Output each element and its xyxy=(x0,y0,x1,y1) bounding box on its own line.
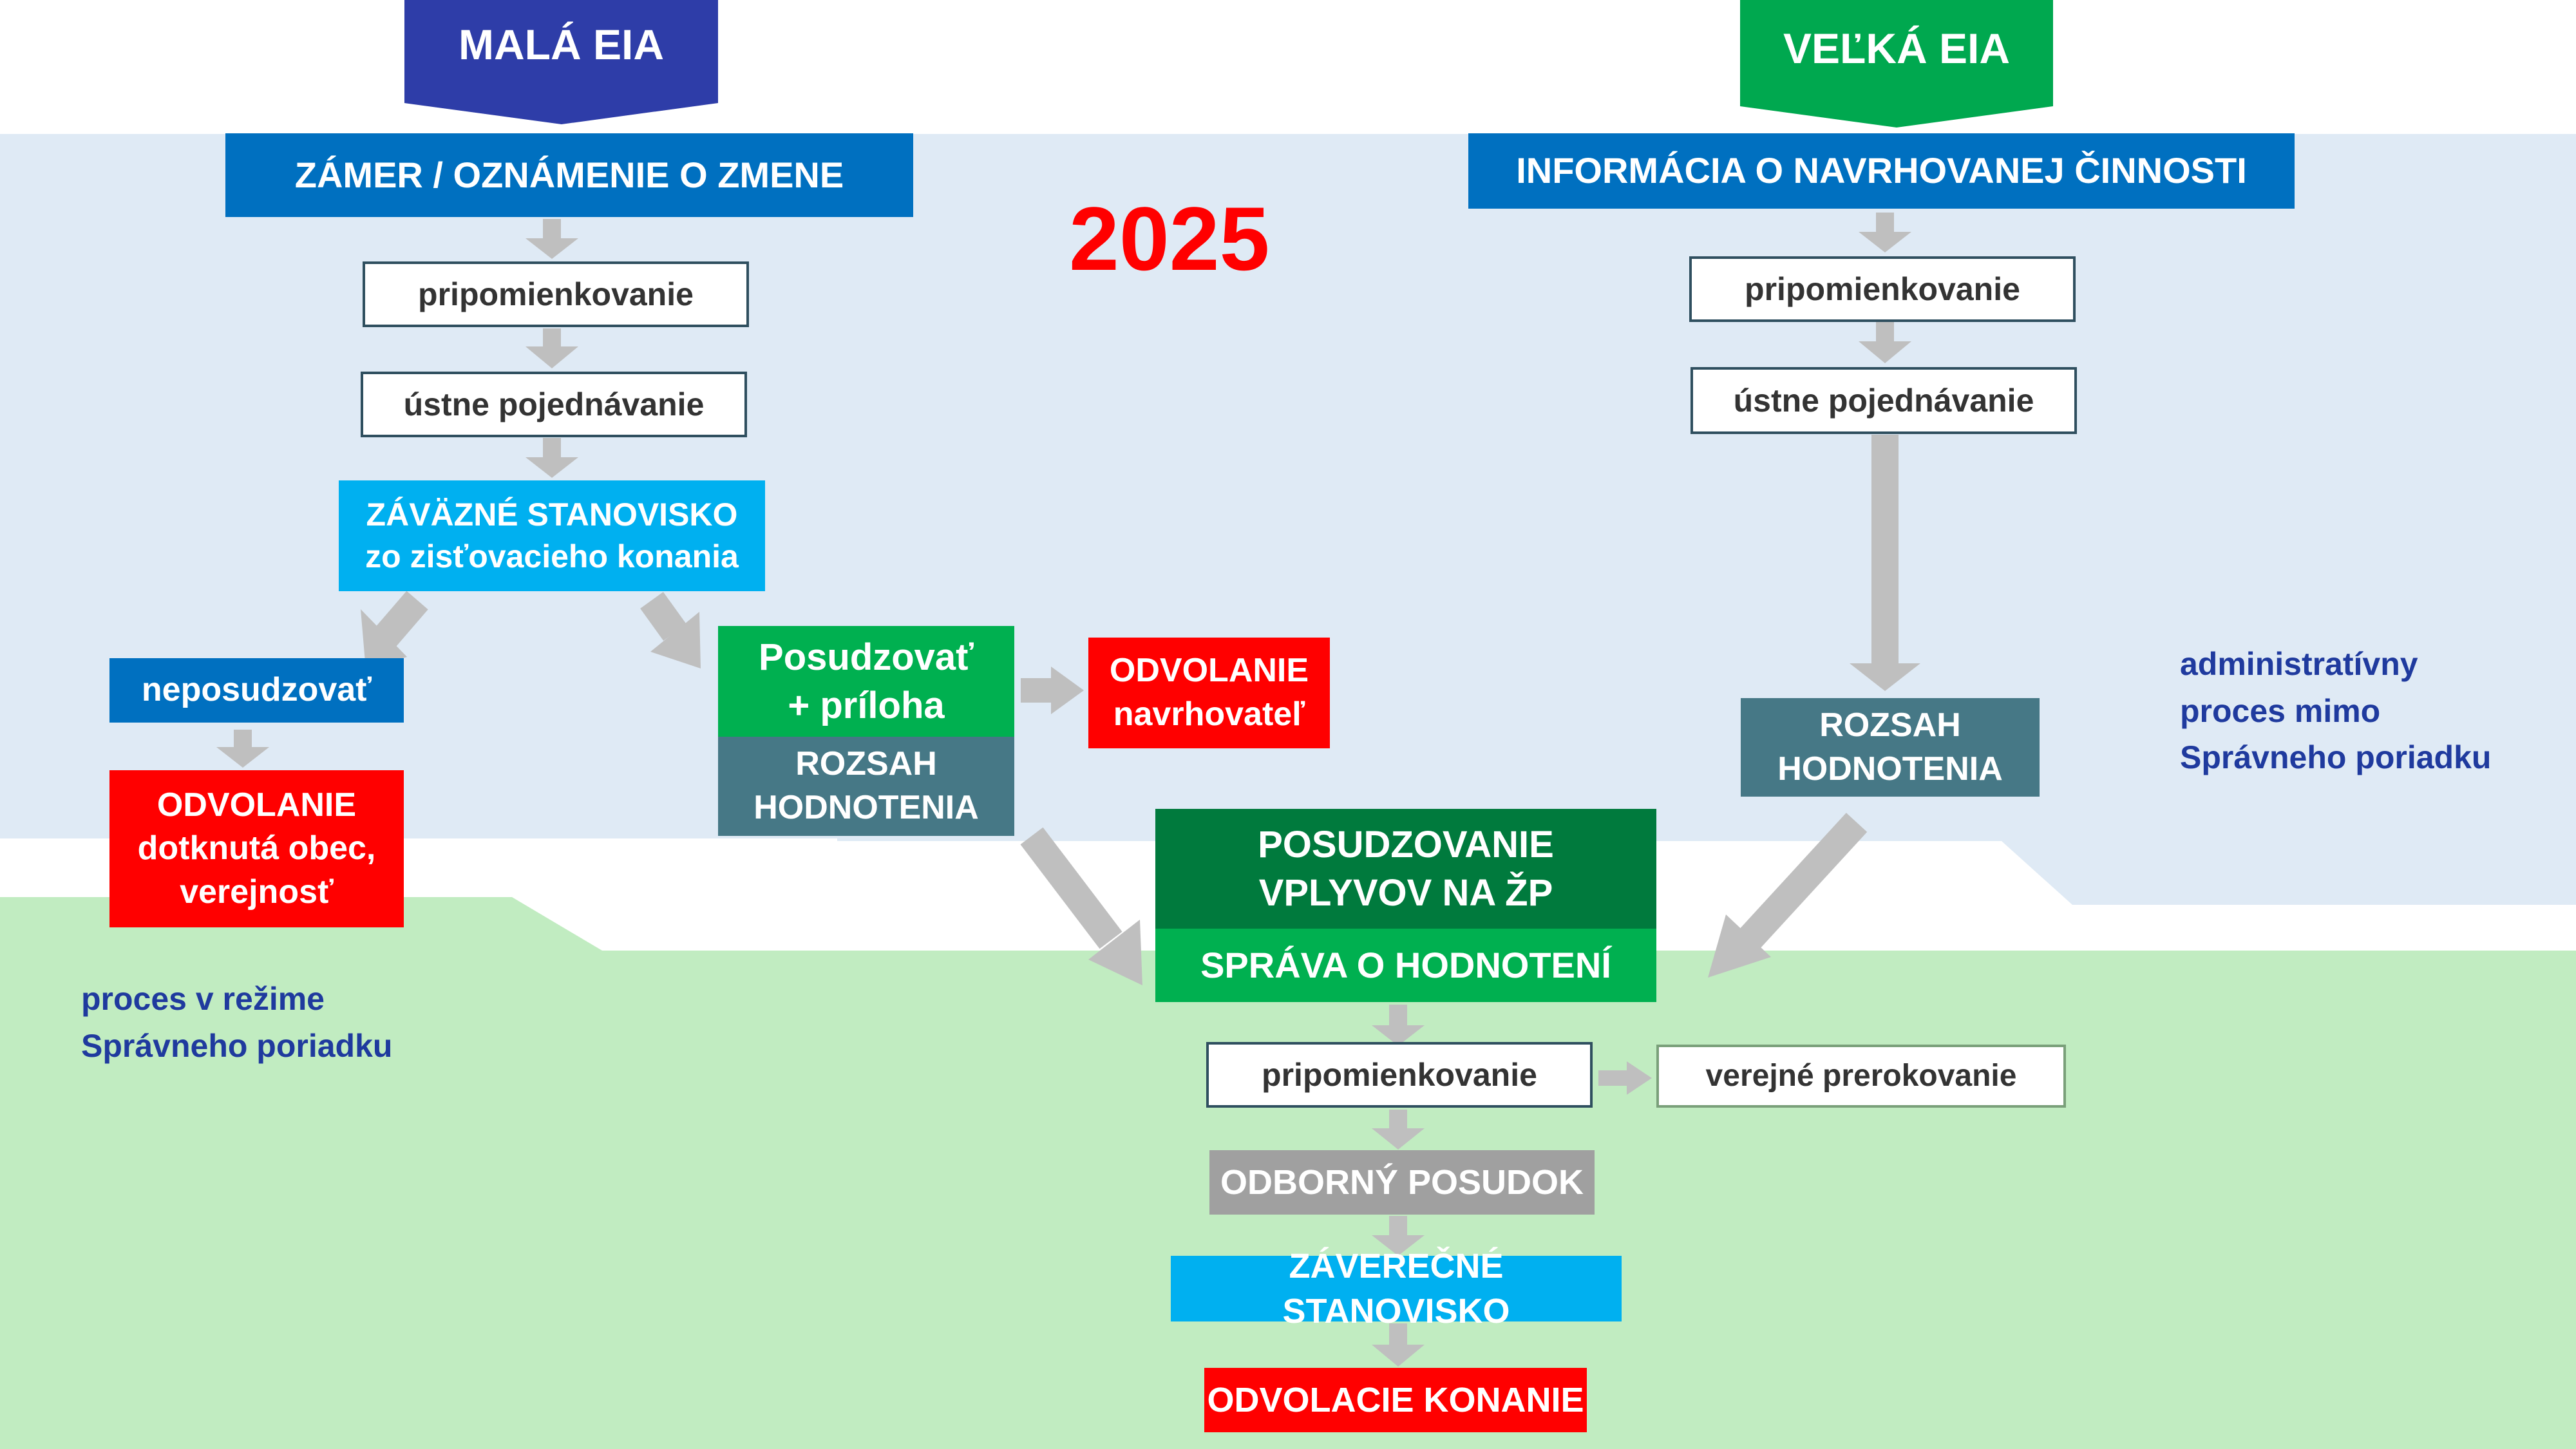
arrow-diagonal-head xyxy=(1708,914,1771,978)
odborny-posudok-box: ODBORNÝ POSUDOK xyxy=(1209,1150,1595,1215)
rozsah-right-line1: ROZSAH xyxy=(1819,706,1961,744)
admin-note-line2: proces mimo xyxy=(2180,692,2381,729)
odvolacie-konanie-box: ODVOLACIE KONANIE xyxy=(1204,1368,1587,1432)
arrow-down xyxy=(1372,1216,1425,1256)
arrow-diagonal-head xyxy=(650,612,701,668)
odvolanie-navr-line2: navrhovateľ xyxy=(1113,696,1305,733)
zavazne-line2: zo zisťovacieho konania xyxy=(365,538,739,574)
mala-eia-label: MALÁ EIA xyxy=(459,21,664,69)
admin-note-line1: administratívny xyxy=(2180,646,2418,682)
arrow-diagonal xyxy=(640,592,687,641)
spravny-note-line1: proces v režime xyxy=(81,981,325,1017)
arrow-diagonal-head xyxy=(361,609,407,670)
year-label: 2025 xyxy=(1069,188,1270,289)
arrow-down-long xyxy=(1850,435,1920,691)
pripomienkovanie-center: pripomienkovanie xyxy=(1206,1042,1593,1108)
arrow-diagonal xyxy=(1020,827,1122,949)
zavazne-line1: ZÁVÄZNÉ STANOVISKO xyxy=(366,497,738,533)
informacia-box: INFORMÁCIA O NAVRHOVANEJ ČINNOSTI xyxy=(1468,133,2295,209)
arrow-diagonal xyxy=(1738,813,1868,950)
velka-eia-banner xyxy=(1740,0,2053,128)
administrative-note: administratívny proces mimo Správneho po… xyxy=(2180,641,2491,781)
arrow-down xyxy=(1859,213,1911,252)
posudzovanie-vplyvov-box: POSUDZOVANIE VPLYVOV NA ŽP xyxy=(1155,809,1656,929)
arrow-right xyxy=(1598,1061,1652,1095)
ustne-pojednavanie-right: ústne pojednávanie xyxy=(1690,367,2077,434)
velka-eia-label: VEĽKÁ EIA xyxy=(1783,24,2011,73)
posudzovanie-line2: VPLYVOV NA ŽP xyxy=(1258,872,1553,914)
posudzovat-box: Posudzovať + príloha xyxy=(718,626,1014,737)
odvolanie-obec-line3: verejnosť xyxy=(180,873,334,911)
arrow-down xyxy=(1372,1005,1425,1046)
rozsah-left-line2: HODNOTENIA xyxy=(753,789,979,826)
arrow-down xyxy=(216,730,269,768)
arrow-down xyxy=(526,328,578,368)
arrow-down xyxy=(526,219,578,259)
rozsah-right-line2: HODNOTENIA xyxy=(1777,750,2003,788)
arrow-right xyxy=(1021,667,1084,714)
posudzovat-line1: Posudzovať xyxy=(759,636,974,678)
odvolanie-navr-line1: ODVOLANIE xyxy=(1109,652,1309,690)
spravny-note-line2: Správneho poriadku xyxy=(81,1027,393,1064)
posudzovat-line2: + príloha xyxy=(788,685,945,726)
verejne-prerokovanie-box: verejné prerokovanie xyxy=(1656,1045,2066,1108)
zamer-box: ZÁMER / OZNÁMENIE O ZMENE xyxy=(225,133,913,217)
ustne-pojednavanie-left: ústne pojednávanie xyxy=(361,372,747,437)
spravny-poriadok-note: proces v režime Správneho poriadku xyxy=(81,976,392,1069)
odvolanie-obec-line2: dotknutá obec, xyxy=(137,829,376,867)
zavazne-stanovisko-box: ZÁVÄZNÉ STANOVISKO zo zisťovacieho konan… xyxy=(339,480,765,591)
mala-eia-banner xyxy=(404,0,718,124)
odvolanie-obec-box: ODVOLANIE dotknutá obec, verejnosť xyxy=(109,770,404,927)
neposudzovat-box: neposudzovať xyxy=(109,658,404,723)
rozsah-left-line1: ROZSAH xyxy=(795,745,937,783)
arrow-down xyxy=(1859,322,1911,363)
arrow-down xyxy=(1372,1323,1425,1367)
pripomienkovanie-left: pripomienkovanie xyxy=(363,261,749,327)
zaverecne-stanovisko-box: ZÁVEREČNÉ STANOVISKO xyxy=(1171,1247,1622,1331)
arrow-down xyxy=(526,438,578,478)
sprava-o-hodnoteni-box: SPRÁVA O HODNOTENÍ xyxy=(1155,929,1656,1002)
pripomienkovanie-right: pripomienkovanie xyxy=(1689,256,2076,322)
rozsah-hodnotenia-left: ROZSAH HODNOTENIA xyxy=(718,737,1014,836)
posudzovanie-line1: POSUDZOVANIE xyxy=(1258,823,1554,866)
rozsah-hodnotenia-right: ROZSAH HODNOTENIA xyxy=(1741,698,2040,797)
arrow-diagonal xyxy=(374,591,428,647)
odvolanie-obec-line1: ODVOLANIE xyxy=(156,786,357,824)
arrow-diagonal-head xyxy=(1088,920,1142,985)
odvolanie-navrhovatel-box: ODVOLANIE navrhovateľ xyxy=(1088,638,1330,748)
admin-note-line3: Správneho poriadku xyxy=(2180,739,2492,775)
arrow-down xyxy=(1372,1110,1425,1150)
